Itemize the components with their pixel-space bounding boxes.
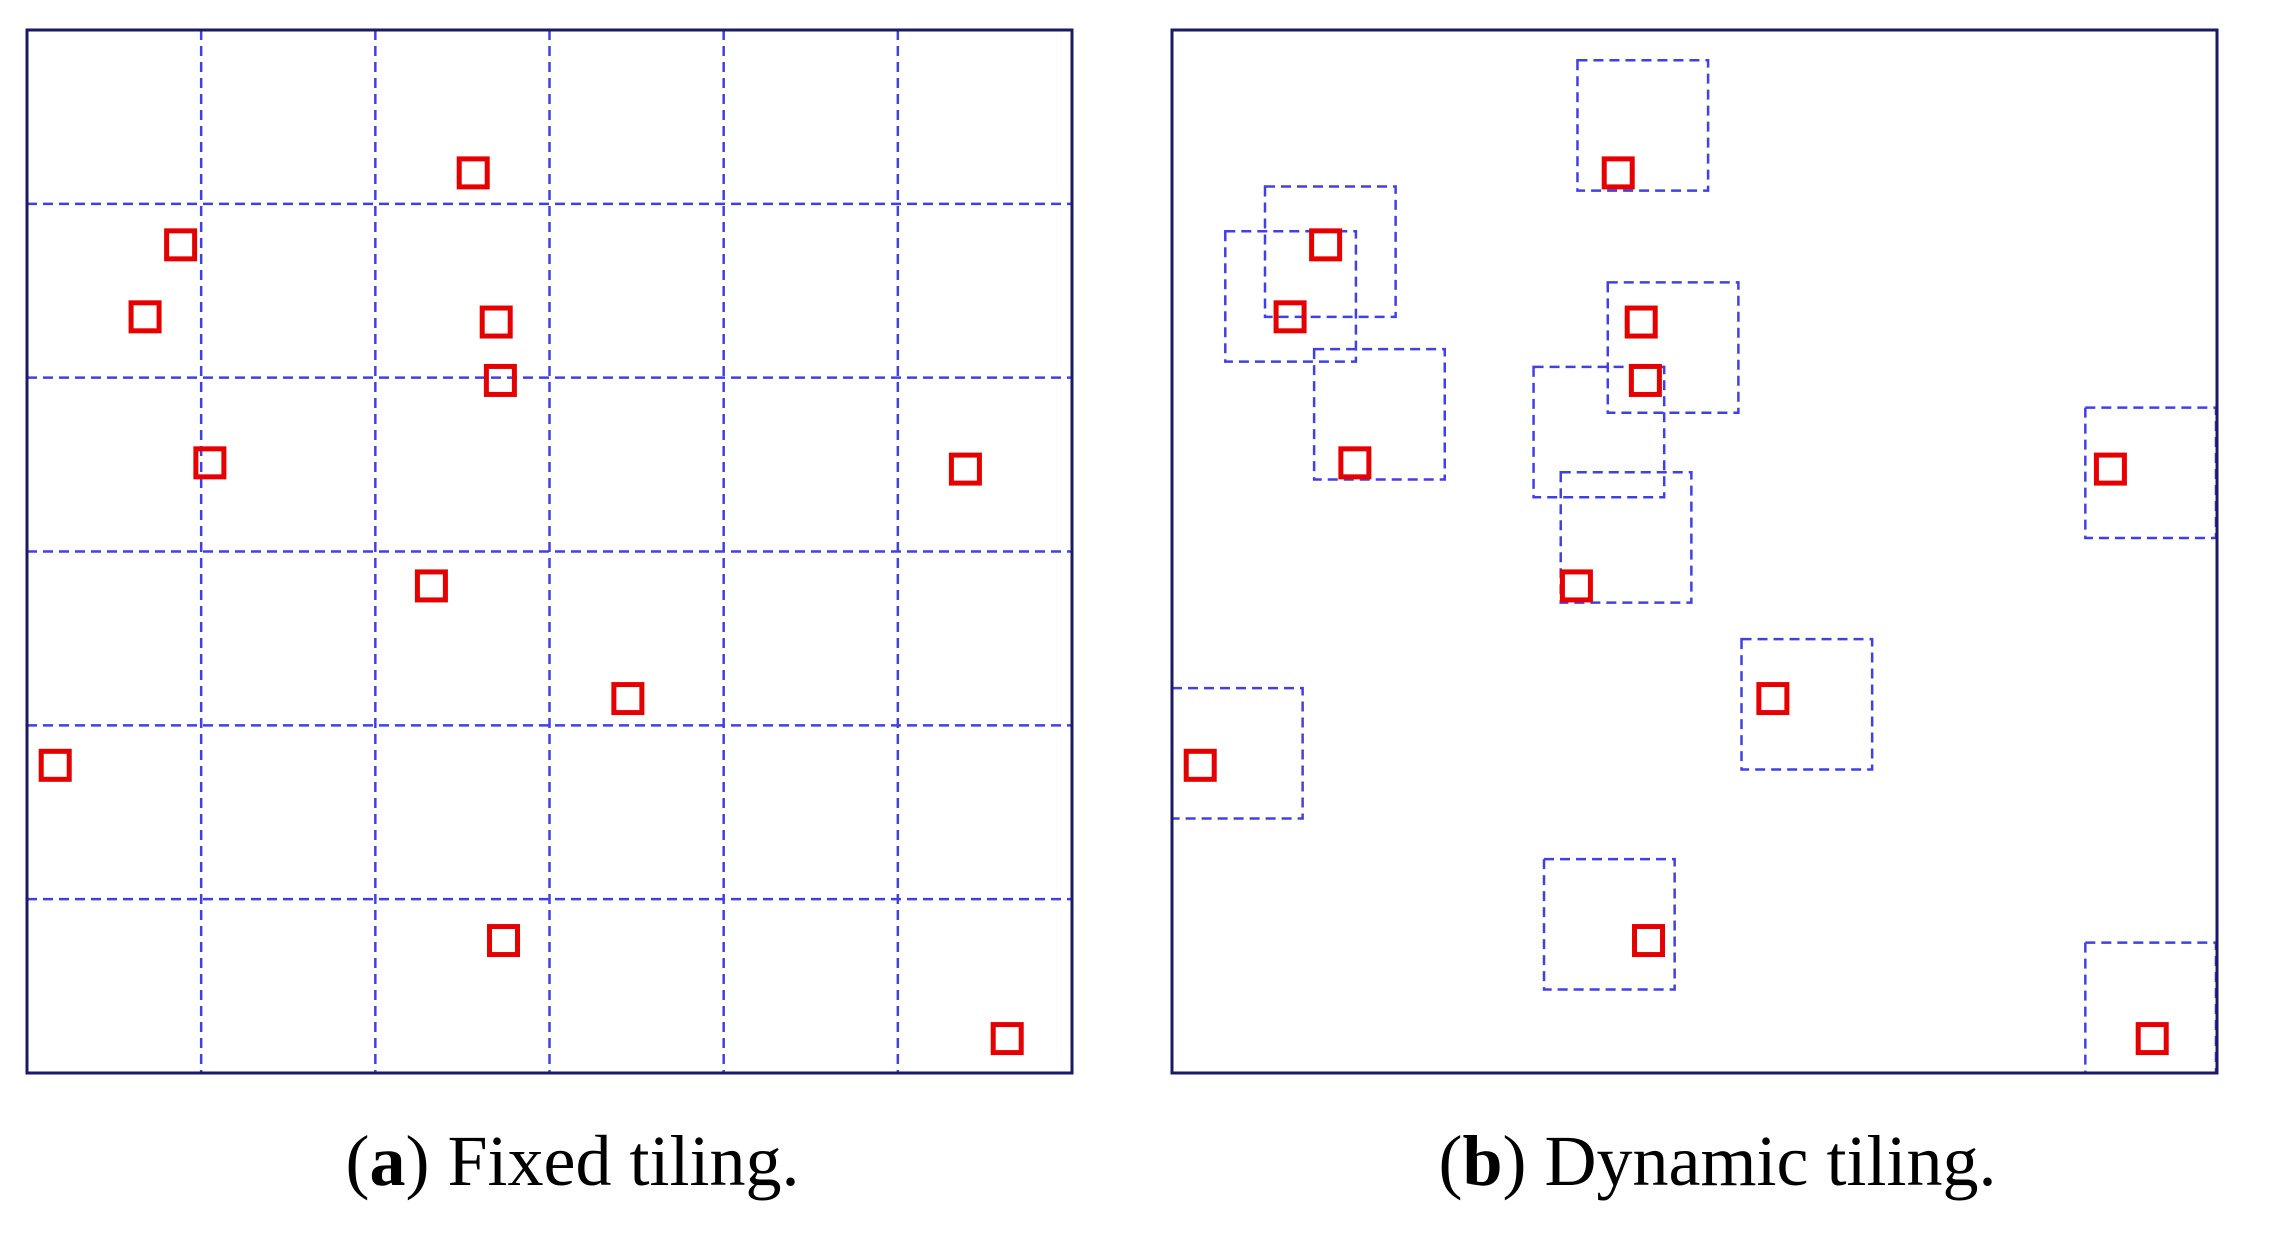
object-marker [164, 228, 198, 262]
panel-dynamic-tiling: (b) Dynamic tiling. [1145, 0, 2290, 1240]
dynamic-tile [1224, 230, 1358, 363]
object-marker [2135, 1022, 2169, 1056]
object-marker [414, 569, 448, 603]
object-marker [1601, 156, 1635, 190]
object-marker [2093, 452, 2127, 486]
dynamic-tile [2084, 406, 2218, 540]
object-marker [1309, 228, 1343, 262]
caption-open-paren: ( [345, 1121, 370, 1201]
caption-text-b: ) Dynamic tiling. [1502, 1121, 1997, 1201]
object-marker [1183, 748, 1217, 782]
object-marker [1628, 363, 1662, 397]
dynamic-tile [1532, 365, 1666, 499]
object-marker [487, 924, 521, 958]
caption-fixed-tiling: (a) Fixed tiling. [0, 1125, 1145, 1197]
image-frame [25, 28, 1074, 1075]
object-marker [1559, 569, 1593, 603]
object-marker [611, 682, 645, 716]
dynamic-tile [1740, 637, 1874, 771]
object-marker [948, 452, 982, 486]
object-marker [1338, 446, 1372, 480]
object-marker [990, 1022, 1024, 1056]
caption-dynamic-tiling: (b) Dynamic tiling. [1145, 1125, 2290, 1197]
dynamic-tile [1606, 281, 1740, 415]
dynamic-tile [1576, 58, 1710, 192]
dynamic-tile [1542, 857, 1676, 991]
object-marker [1273, 300, 1307, 334]
fixed-tiling-diagram [25, 28, 1074, 1075]
object-marker [456, 156, 490, 190]
object-marker [483, 363, 517, 397]
dynamic-tile [1312, 347, 1446, 481]
image-frame [1170, 28, 2219, 1075]
object-marker [38, 748, 72, 782]
object-marker [193, 446, 227, 480]
caption-label-a: a [369, 1121, 406, 1201]
caption-label-b: b [1462, 1121, 1503, 1201]
object-marker [128, 300, 162, 334]
caption-open-paren: ( [1438, 1121, 1463, 1201]
panel-fixed-tiling: (a) Fixed tiling. [0, 0, 1145, 1240]
object-marker [1624, 305, 1658, 339]
dynamic-tiling-diagram [1170, 28, 2219, 1075]
caption-text-a: ) Fixed tiling. [405, 1121, 800, 1201]
object-marker [479, 305, 513, 339]
dynamic-tile [1559, 470, 1693, 604]
object-marker [1756, 682, 1790, 716]
dynamic-tile [1263, 185, 1397, 319]
object-marker [1632, 924, 1666, 958]
